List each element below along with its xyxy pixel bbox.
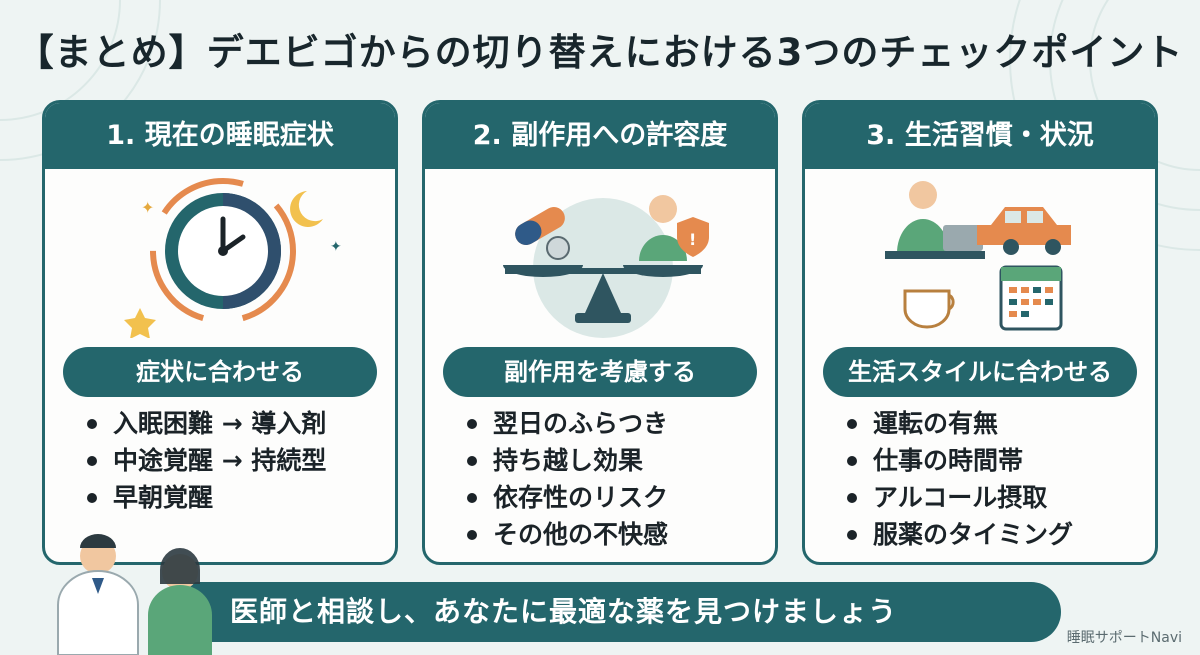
side-effect-list: 翌日のふらつき 持ち越し効果 依存性のリスク その他の不快感 [463, 405, 765, 553]
list-item: 持ち越し効果 [463, 442, 765, 479]
card-header: 1. 現在の睡眠症状 [45, 103, 395, 169]
doctor-patient-icon [57, 534, 212, 655]
svg-text:✦: ✦ [330, 239, 342, 255]
list-item: 依存性のリスク [463, 479, 765, 516]
symptom-list: 入眠困難 → 導入剤 中途覚醒 → 持続型 早朝覚醒 [83, 405, 385, 516]
lifestyle-list: 運転の有無 仕事の時間帯 アルコール摂取 服薬のタイミング [843, 405, 1145, 553]
list-item: 早朝覚醒 [83, 479, 385, 516]
lifestyle-icon [885, 181, 1071, 331]
list-item: 翌日のふらつき [463, 405, 765, 442]
list-item: 入眠困難 → 導入剤 [83, 405, 385, 442]
card-header: 2. 副作用への許容度 [425, 103, 775, 169]
card-pill: 症状に合わせる [63, 347, 377, 397]
list-item: 仕事の時間帯 [843, 442, 1145, 479]
list-item: 中途覚醒 → 持続型 [83, 442, 385, 479]
card-sleep-symptoms: 1. 現在の睡眠症状 ✦ ✦ 症状に合わせる 入眠困難 → 導入剤 中途覚醒 →… [42, 100, 398, 565]
clock-moon-icon: ✦ ✦ [124, 178, 342, 338]
list-item: アルコール摂取 [843, 479, 1145, 516]
card-header: 3. 生活習慣・状況 [805, 103, 1155, 169]
card-side-effect-tolerance: 2. 副作用への許容度 ! 副作用を考慮する 翌日のふらつき 持ち越し効果 依存… [422, 100, 778, 565]
card-pill: 副作用を考慮する [443, 347, 757, 397]
card-lifestyle: 3. 生活習慣・状況 生活スタイルに合わせる 運転の有無 仕事の時間帯 アルコー… [802, 100, 1158, 565]
svg-text:✦: ✦ [141, 198, 154, 217]
watermark: 睡眠サポートNavi [1066, 630, 1182, 646]
svg-text:!: ! [689, 230, 696, 249]
list-item: 服薬のタイミング [843, 516, 1145, 553]
card-pill: 生活スタイルに合わせる [823, 347, 1137, 397]
balance-scale-icon: ! [503, 195, 709, 338]
page-title: 【まとめ】デエビゴからの切り替えにおける3つのチェックポイント [16, 31, 1184, 74]
list-item: 運転の有無 [843, 405, 1145, 442]
list-item: その他の不快感 [463, 516, 765, 553]
consult-banner: 医師と相談し、あなたに最適な薬を見つけましょう [168, 582, 1061, 642]
